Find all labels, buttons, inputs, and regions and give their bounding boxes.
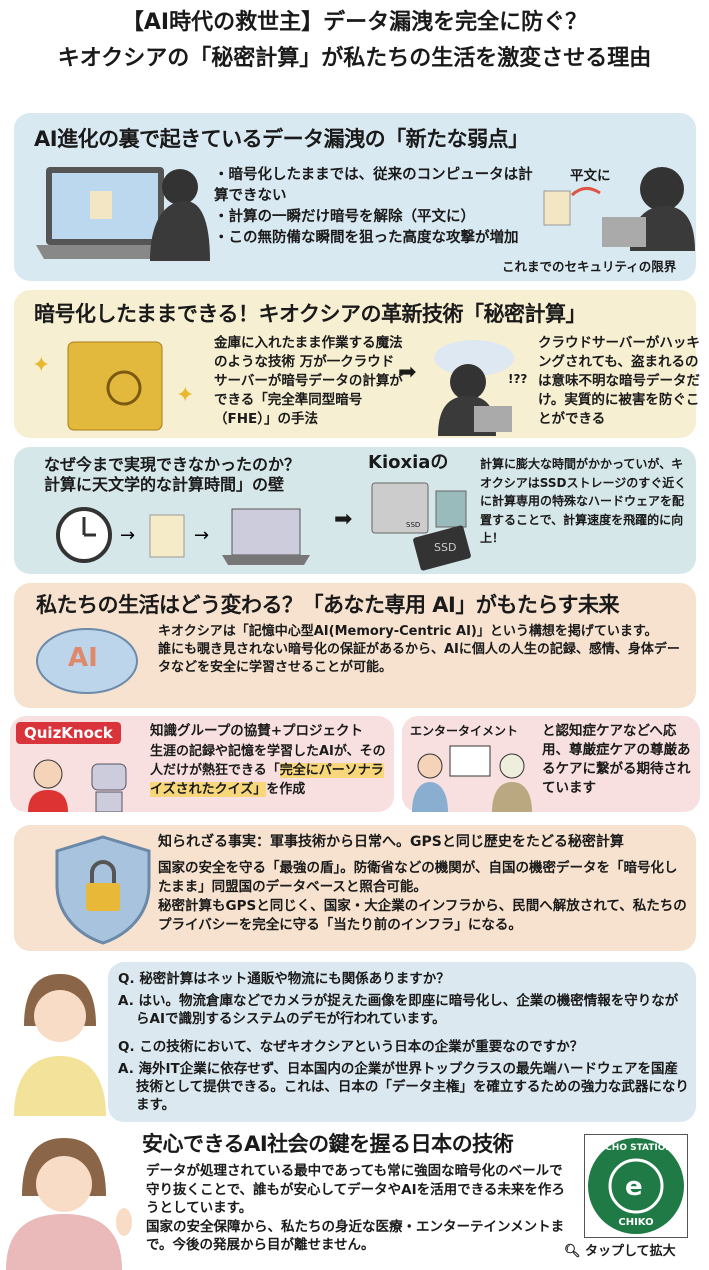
page-title-line2: キオクシアの「秘密計算」が私たちの生活を激変させる理由 <box>57 46 652 71</box>
faq-item: Q. この技術において、なぜキオクシアという日本の企業が重要なのですか？ <box>118 1038 690 1056</box>
closing-text: データが処理されている最中であっても常に強固な暗号化のベールで守り抜くことで、誰… <box>146 1162 566 1255</box>
section-computation-wall: なぜ今まで実現できなかったのか？ 計算に天文学的な計算時間」の壁 →→ ➡ Ki… <box>14 447 696 574</box>
strongest-shield-text: 国家の安全を守る「最強の盾」。防衛省などの機関が、自国の機密データを「暗号化した… <box>158 860 678 895</box>
section-future-life: 私たちの生活はどう変わる？「あなた専用 AI」がもたらす未来 AI キオクシアは… <box>14 583 696 708</box>
section-data-leak: AI進化の裏で起きているデータ漏洩の「新たな弱点」 暗号化したままでは、従来のコ… <box>14 113 696 281</box>
hack-result-text: クラウドサーバーがハッキングされても、盗まれるのは意味不明な暗号データだけ。実質… <box>538 335 700 427</box>
quizknock-text: 生涯の記録や記憶を学習したAIが、その人だけが熱狂できる「完全にパーソナライズさ… <box>150 742 390 799</box>
quizknock-body: 生涯の記録や記憶を学習したAIが、その人だけが熱狂できる「 <box>150 744 386 778</box>
future-life-text: キオクシアは「記憶中心型AI(Memory-Centric AI)」という構想を… <box>158 623 688 677</box>
care-conversation-icon <box>412 745 532 812</box>
section-secret-computation: 暗号化したままできる！キオクシアの革新技術「秘密計算」 ✦✦ 金庫に入れたまま作… <box>14 290 700 438</box>
quizknock-card: QuizKnock 知識グループの協賛+プロジェクト 生涯の記録や記憶を学習した… <box>10 716 394 812</box>
shield-lock-icon <box>55 835 151 945</box>
page-title-line1: 【AI時代の救世主】データ漏洩を完全に防ぐ？ <box>121 10 588 35</box>
quizknock-heading: 知識グループの協賛+プロジェクト <box>150 723 364 739</box>
closing-heading: 安心できるAI社会の鍵を握る日本の技術 <box>142 1132 514 1156</box>
logo-emblem-icon: e <box>588 1138 684 1234</box>
closing-paragraph: データが処理されている最中であっても常に強固な暗号化のベールで守り抜くことで、誰… <box>146 1163 565 1216</box>
plaintext-label: 平文に <box>570 168 611 184</box>
zoom-in-icon: 🔍︎ <box>564 1244 581 1259</box>
faq-question: この技術において、なぜキオクシアという日本の企業が重要なのですか？ <box>139 1039 584 1055</box>
svg-text:✦: ✦ <box>32 353 50 378</box>
faq-bubble: Q. 秘密計算はネット通販や物流にも関係ありますか？ A. はい。物流倉庫などで… <box>108 962 696 1122</box>
bullet-item: この無防備な瞬間を狙った高度な攻撃が増加 <box>214 228 534 249</box>
woman-presenting-illustration <box>6 1138 132 1270</box>
ssd-chip-label: SSD <box>434 541 457 554</box>
dementia-care-text: と認知症ケアなどへ応用、尊厳症ケアの尊厳あるケアに繋がる期待されています <box>542 723 691 796</box>
woman-pointing-illustration <box>14 974 106 1116</box>
section-heading: AI進化の裏で起きているデータ漏洩の「新たな弱点」 <box>34 127 529 151</box>
brain-ai-label: AI <box>68 643 98 673</box>
ssd-hardware-icon <box>371 482 471 571</box>
confused-hacker-icon <box>434 340 514 436</box>
encryption-guarantee-text: 誰にも覗き見されない暗号化の保証があるから、AIに個人の人生の記録、感情、身体デ… <box>158 642 680 675</box>
quizknock-badge: QuizKnock <box>16 722 121 744</box>
svg-text:→: → <box>194 525 209 546</box>
kioxia-solution-text: 計算に膨大な時間がかかっていが、キオクシアはSSDストレージのすぐ近くに計算専用… <box>480 457 687 545</box>
arrow-right-icon: ➡ <box>334 507 353 532</box>
arrow-right-icon: ➡ <box>398 360 417 385</box>
memory-centric-text: キオクシアは「記憶中心型AI(Memory-Centric AI)」という構想を… <box>158 624 658 639</box>
dementia-care-card: エンタータイメント と認知症ケアなどへ応用、尊厳症ケアの尊厳あるケアに繋がる期待… <box>402 716 700 812</box>
section-heading: 知られざる事実：軍事技術から日常へ。GPSと同じ歴史をたどる秘密計算 <box>158 834 624 850</box>
safe-icon: ✦✦ <box>32 341 194 431</box>
q-mark: Q. <box>118 1039 135 1055</box>
faq-answer: A. はい。物流倉庫などでカメラが捉えた画像を即座に暗号化し、企業の機密情報を守… <box>118 992 690 1028</box>
faq-answer: A. 海外IT企業に依存せず、日本国内の企業が世界トップクラスの最先端ハードウェ… <box>118 1060 690 1114</box>
logo-bottom-text: CHIKO <box>618 1217 654 1228</box>
security-limit-caption: これまでのセキュリティの限界 <box>502 259 677 274</box>
hacker-laptop-icon <box>36 167 210 261</box>
bullet-item: 計算の一瞬だけ暗号を解除（平文に） <box>214 207 534 228</box>
svg-text:✦: ✦ <box>176 383 194 408</box>
faq-question: 秘密計算はネット通販や物流にも関係ありますか？ <box>139 971 450 987</box>
echo-station-logo[interactable]: e ECHO STATION CHIKO <box>584 1134 688 1238</box>
a-mark: A. <box>118 993 134 1009</box>
kioxia-label: Kioxiaの <box>368 452 449 473</box>
section-military-origin: 知られざる事実：軍事技術から日常へ。GPSと同じ歴史をたどる秘密計算 国家の安全… <box>14 825 696 951</box>
hacker-document-icon <box>543 167 695 251</box>
faq-item: Q. 秘密計算はネット通販や物流にも関係ありますか？ <box>118 970 690 988</box>
svg-text:→: → <box>120 525 135 546</box>
svg-text:e: e <box>625 1172 643 1202</box>
faq-answer-text: はい。物流倉庫などでカメラが捉えた画像を即座に暗号化し、企業の機密情報を守りなが… <box>136 993 679 1027</box>
ssd-label: SSD <box>406 521 421 529</box>
entertainment-label: エンタータイメント <box>410 724 519 738</box>
tap-to-zoom-button[interactable]: 🔍︎ タップして拡大 <box>564 1240 676 1259</box>
gps-history-text: 秘密計算もGPSと同じく、国家・大企業のインフラから、民間へ解放されて、私たちの… <box>158 898 687 933</box>
brain-ai-icon <box>36 628 138 694</box>
bullet-item: 暗号化したままでは、従来のコンピュータは計算できない <box>214 165 534 207</box>
clock-doc-laptop-flow-icon: →→ <box>56 507 310 565</box>
closing-paragraph: 国家の安全保障から、私たちの身近な医療・エンターテインメントまで。今後の発展から… <box>146 1218 565 1254</box>
faq-answer-text: 海外IT企業に依存せず、日本国内の企業が世界トップクラスの最先端ハードウェアを国… <box>136 1061 689 1113</box>
section-subheading: 計算に天文学的な計算時間」の壁 <box>44 475 285 494</box>
a-mark: A. <box>118 1061 134 1077</box>
logo-top-text: ECHO STATION <box>599 1143 673 1153</box>
section-heading: 私たちの生活はどう変わる？「あなた専用 AI」がもたらす未来 <box>36 593 619 617</box>
person-robot-icon <box>28 759 127 812</box>
section-heading: なぜ今まで実現できなかったのか？ <box>44 455 301 474</box>
confused-marks: !?? <box>508 372 528 386</box>
military-text: 国家の安全を守る「最強の盾」。防衛省などの機関が、自国の機密データを「暗号化した… <box>158 859 688 935</box>
section-heading: 暗号化したままできる！キオクシアの革新技術「秘密計算」 <box>34 302 587 326</box>
q-mark: Q. <box>118 971 135 987</box>
tap-to-zoom-label: タップして拡大 <box>585 1244 676 1259</box>
quizknock-tail: を作成 <box>266 782 306 797</box>
fhe-description: 金庫に入れたまま作業する魔法のような技術 万が一クラウドサーバーが暗号データの計… <box>214 335 403 427</box>
